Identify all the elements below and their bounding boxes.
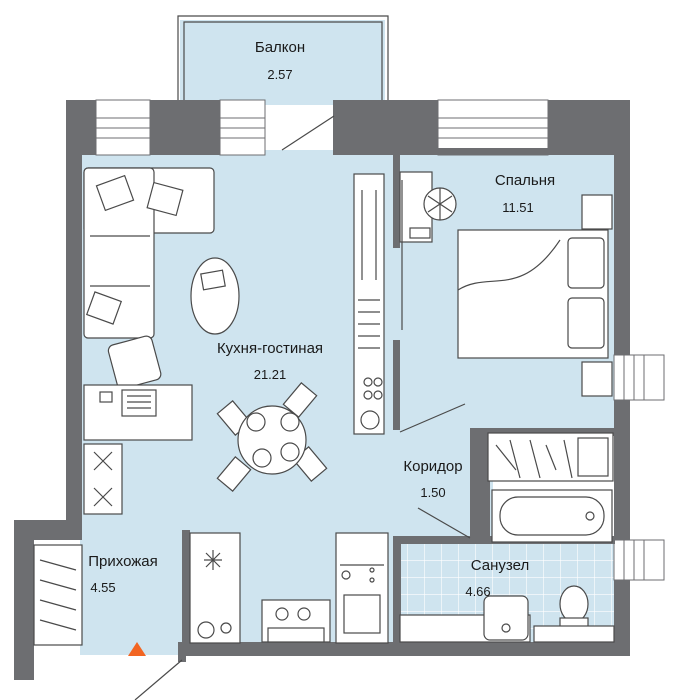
room-name-bedroom: Спальня — [495, 172, 555, 189]
floor-balcony — [180, 20, 385, 105]
room-area-kitchen-living: 21.21 — [254, 367, 287, 382]
balcony-railing — [177, 15, 389, 100]
door-swings — [134, 115, 471, 700]
entrance-marker-icon — [128, 642, 146, 656]
kitchen-column-appliances — [353, 173, 385, 435]
sofa — [83, 167, 215, 339]
bathroom-fixtures — [399, 585, 615, 643]
armchair — [107, 335, 162, 390]
room-area-corridor: 1.50 — [420, 485, 445, 500]
room-area-hallway: 4.55 — [90, 580, 115, 595]
room-area-balcony: 2.57 — [267, 67, 292, 82]
room-name-kitchen-living: Кухня-гостиная — [217, 340, 323, 357]
bathtub — [491, 489, 613, 543]
kitchen-counter — [189, 532, 389, 644]
corridor-wardrobe — [487, 432, 614, 482]
room-area-bedroom: 11.51 — [502, 200, 534, 215]
room-labels: Балкон 2.57 Спальня 11.51 Кухня-гостиная… — [88, 39, 555, 599]
desk — [83, 384, 193, 441]
coffee-table — [190, 257, 240, 335]
room-name-bathroom: Санузел — [471, 557, 529, 574]
room-name-balcony: Балкон — [255, 39, 305, 56]
room-name-hallway: Прихожая — [88, 553, 158, 570]
room-name-corridor: Коридор — [403, 458, 462, 475]
bedroom-furniture — [399, 171, 613, 397]
room-area-bathroom: 4.66 — [465, 584, 490, 599]
dining-table — [216, 382, 328, 492]
hallway-furniture — [33, 443, 123, 646]
walls — [14, 99, 665, 680]
